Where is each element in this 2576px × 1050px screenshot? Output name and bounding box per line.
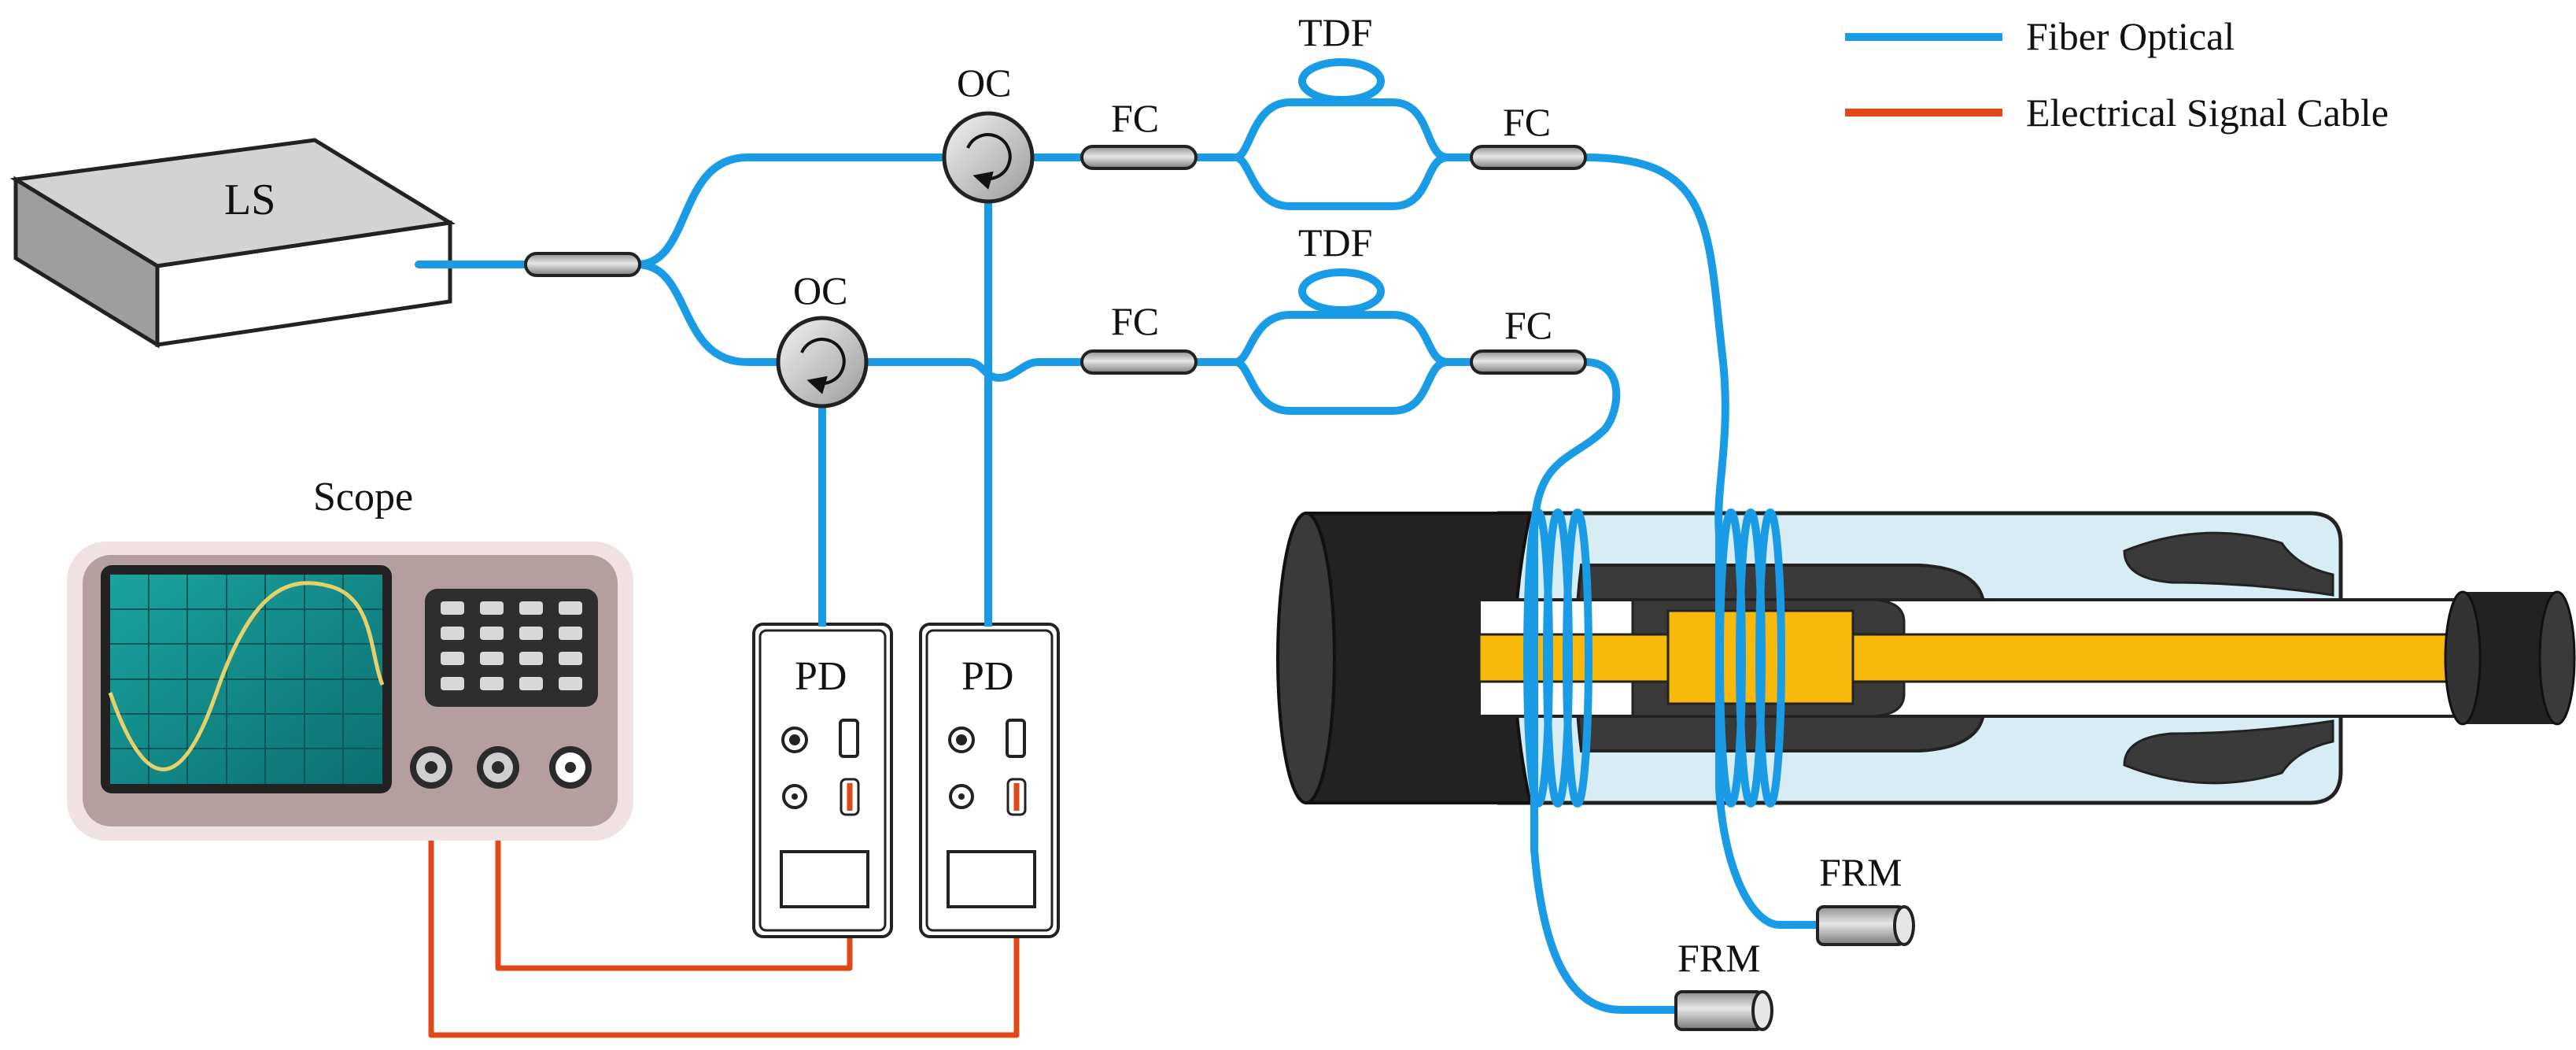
pd1-label: PD xyxy=(795,654,847,699)
scope-sine-trace xyxy=(108,581,385,771)
pd1-display xyxy=(780,850,869,908)
oc-top: OC xyxy=(942,61,1035,204)
tdf-top-label: TDF xyxy=(1298,10,1372,54)
jacket-flare-bottom xyxy=(2123,719,2334,785)
pd2-display xyxy=(947,850,1036,908)
fc4-label: FC xyxy=(1504,303,1552,347)
fc-couplers: FC FC FC FC xyxy=(1080,96,1587,375)
frm1-faraday-mirror-icon xyxy=(1816,905,1906,946)
pd-2: PD xyxy=(919,623,1060,938)
fiber-fc4-to-sensor xyxy=(1530,358,1680,1014)
fiber-tdf-top-lower xyxy=(1231,153,1452,210)
pipe-right-inner xyxy=(2444,590,2482,726)
oscilloscope: Scope xyxy=(67,475,633,841)
frm2-end-cap xyxy=(1751,990,1773,1031)
pd2-switch xyxy=(1006,719,1026,758)
frm2-faraday-mirror-icon xyxy=(1674,990,1764,1031)
scope-connector-1 xyxy=(410,746,452,789)
pd-1: PD xyxy=(752,623,893,938)
fc3-coupler-icon xyxy=(1470,145,1587,170)
fiber-splitter-top xyxy=(633,153,948,268)
fiber-fc2-to-tdf-bottom xyxy=(1192,311,1475,366)
fc1-label: FC xyxy=(1111,96,1159,140)
frm1-end-cap xyxy=(1893,905,1915,946)
scope-keys xyxy=(441,601,582,690)
pd-fiber-stubs xyxy=(818,598,992,627)
fc1-coupler-icon xyxy=(1080,145,1198,170)
fiber-tdf-bottom-lower xyxy=(1231,358,1452,415)
pd1-inner-frame xyxy=(758,629,887,932)
oc-top-arrow xyxy=(966,133,1012,190)
fiber-paths xyxy=(415,58,1821,1014)
tdf-top-loop xyxy=(1298,58,1385,104)
pd-cable-stubs xyxy=(847,783,1020,811)
frm1-label: FRM xyxy=(1819,850,1902,894)
coil-left-3 xyxy=(1563,508,1592,808)
legend: Fiber Optical Electrical Signal Cable xyxy=(1845,14,2389,135)
legend-fiber-label: Fiber Optical xyxy=(2026,14,2235,58)
splitter-coupler-icon xyxy=(524,252,641,277)
oc-bottom-circulator-icon xyxy=(776,316,869,409)
fc3-label: FC xyxy=(1503,100,1551,144)
oc-bottom-label: OC xyxy=(793,268,847,312)
ls-label: LS xyxy=(224,176,275,224)
jacket-flare-top xyxy=(2123,531,2334,597)
tdf-bottom-loop xyxy=(1298,268,1385,314)
oc-top-circulator-icon xyxy=(942,111,1035,204)
fc2-coupler-icon xyxy=(1080,349,1198,375)
legend-electrical-label: Electrical Signal Cable xyxy=(2026,91,2389,135)
tdf-labels: TDF TDF xyxy=(1298,10,1372,264)
fiber-fc1-to-tdf-top xyxy=(1192,98,1475,161)
pd2-label: PD xyxy=(961,654,1013,699)
frm-1: FRM xyxy=(1816,850,1915,946)
splitter xyxy=(524,252,641,277)
pd2-inner-frame xyxy=(925,629,1054,932)
pipe-right-end xyxy=(2538,590,2576,726)
scope-grid xyxy=(110,575,382,784)
scope-keypad xyxy=(425,589,598,707)
fiber-splitter-bottom xyxy=(633,261,783,366)
scope-connector-3 xyxy=(549,746,592,789)
oc-bottom: OC xyxy=(776,268,869,409)
fc2-label: FC xyxy=(1111,299,1159,343)
oc-bottom-arrow xyxy=(800,338,846,394)
frm-2: FRM xyxy=(1674,936,1773,1031)
fc4-coupler-icon xyxy=(1470,349,1587,375)
coil-right-3 xyxy=(1755,508,1785,808)
conductor-core xyxy=(1478,633,2464,683)
fiber-oc-bottom-to-fc2 xyxy=(862,358,1086,382)
scope-connector-2 xyxy=(477,746,519,789)
ls-front-face xyxy=(155,220,452,347)
pd1-switch xyxy=(839,719,859,758)
tdf-bottom-label: TDF xyxy=(1298,220,1372,264)
pipe-assembly xyxy=(1276,511,2576,805)
oc-top-label: OC xyxy=(957,61,1011,105)
laser-source: LS xyxy=(9,138,456,349)
fiber-fc3-to-sensor xyxy=(1581,153,1821,929)
pipe-left-end xyxy=(1276,512,1336,804)
frm2-label: FRM xyxy=(1677,936,1761,980)
scope-label: Scope xyxy=(313,475,413,519)
